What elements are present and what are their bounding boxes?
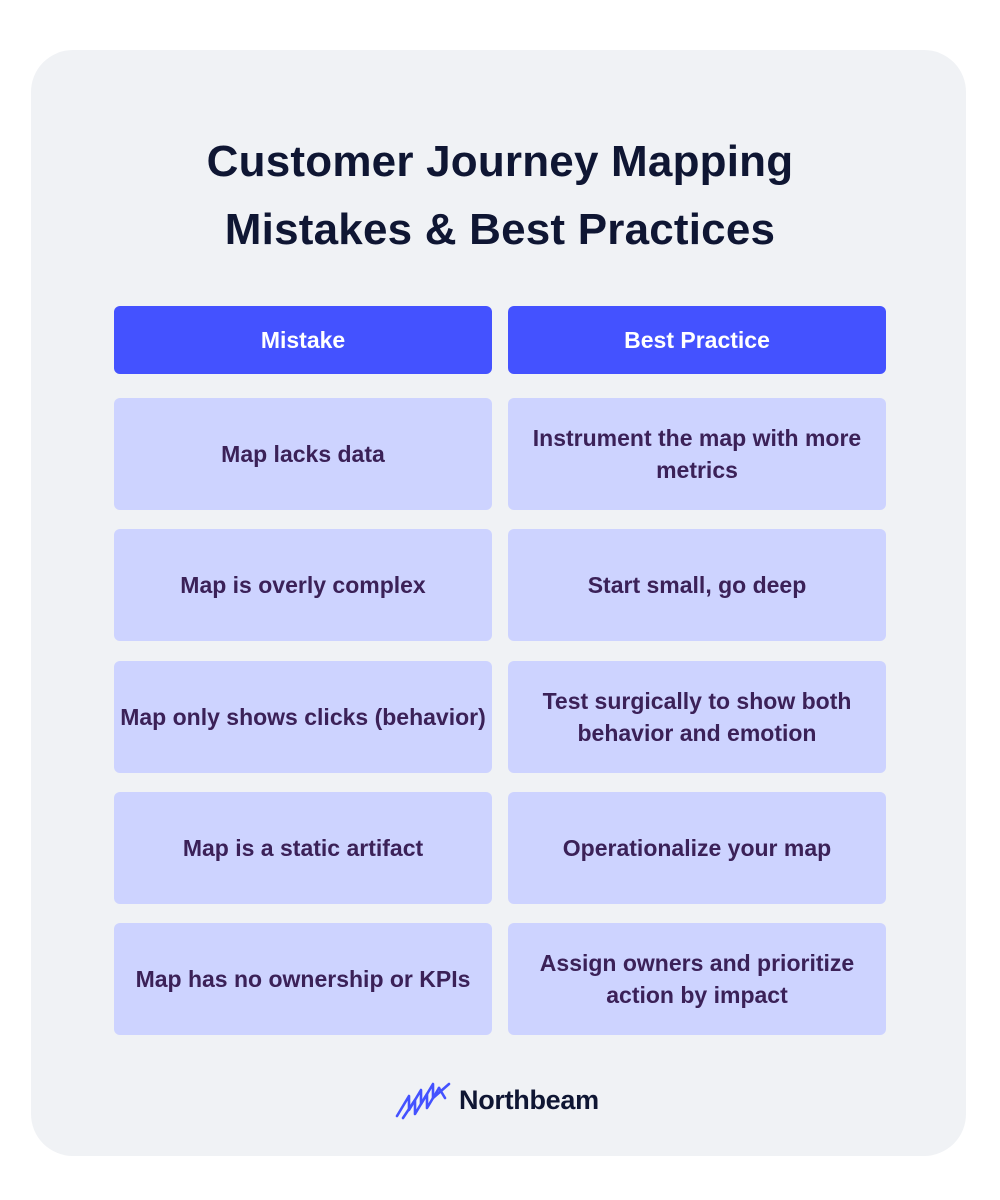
northbeam-logo: Northbeam xyxy=(395,1080,599,1120)
best-practice-cell: Start small, go deep xyxy=(508,529,886,641)
best-practice-column-header: Best Practice xyxy=(508,306,886,374)
mistake-cell: Map is a static artifact xyxy=(114,792,492,904)
best-practice-cell: Assign owners and prioritize action by i… xyxy=(508,923,886,1035)
page-title: Customer Journey Mapping Mistakes & Best… xyxy=(0,128,1000,264)
mistake-cell: Map is overly complex xyxy=(114,529,492,641)
title-line-2: Mistakes & Best Practices xyxy=(224,205,776,254)
mistake-column-header: Mistake xyxy=(114,306,492,374)
best-practice-cell: Instrument the map with more metrics xyxy=(508,398,886,510)
mistake-cell: Map has no ownership or KPIs xyxy=(114,923,492,1035)
best-practice-cell: Operationalize your map xyxy=(508,792,886,904)
northbeam-logo-icon xyxy=(395,1082,451,1120)
mistake-cell: Map lacks data xyxy=(114,398,492,510)
title-line-1: Customer Journey Mapping xyxy=(206,137,794,186)
best-practice-cell: Test surgically to show both behavior an… xyxy=(508,661,886,773)
northbeam-wordmark: Northbeam xyxy=(459,1084,599,1115)
mistake-cell: Map only shows clicks (behavior) xyxy=(114,661,492,773)
